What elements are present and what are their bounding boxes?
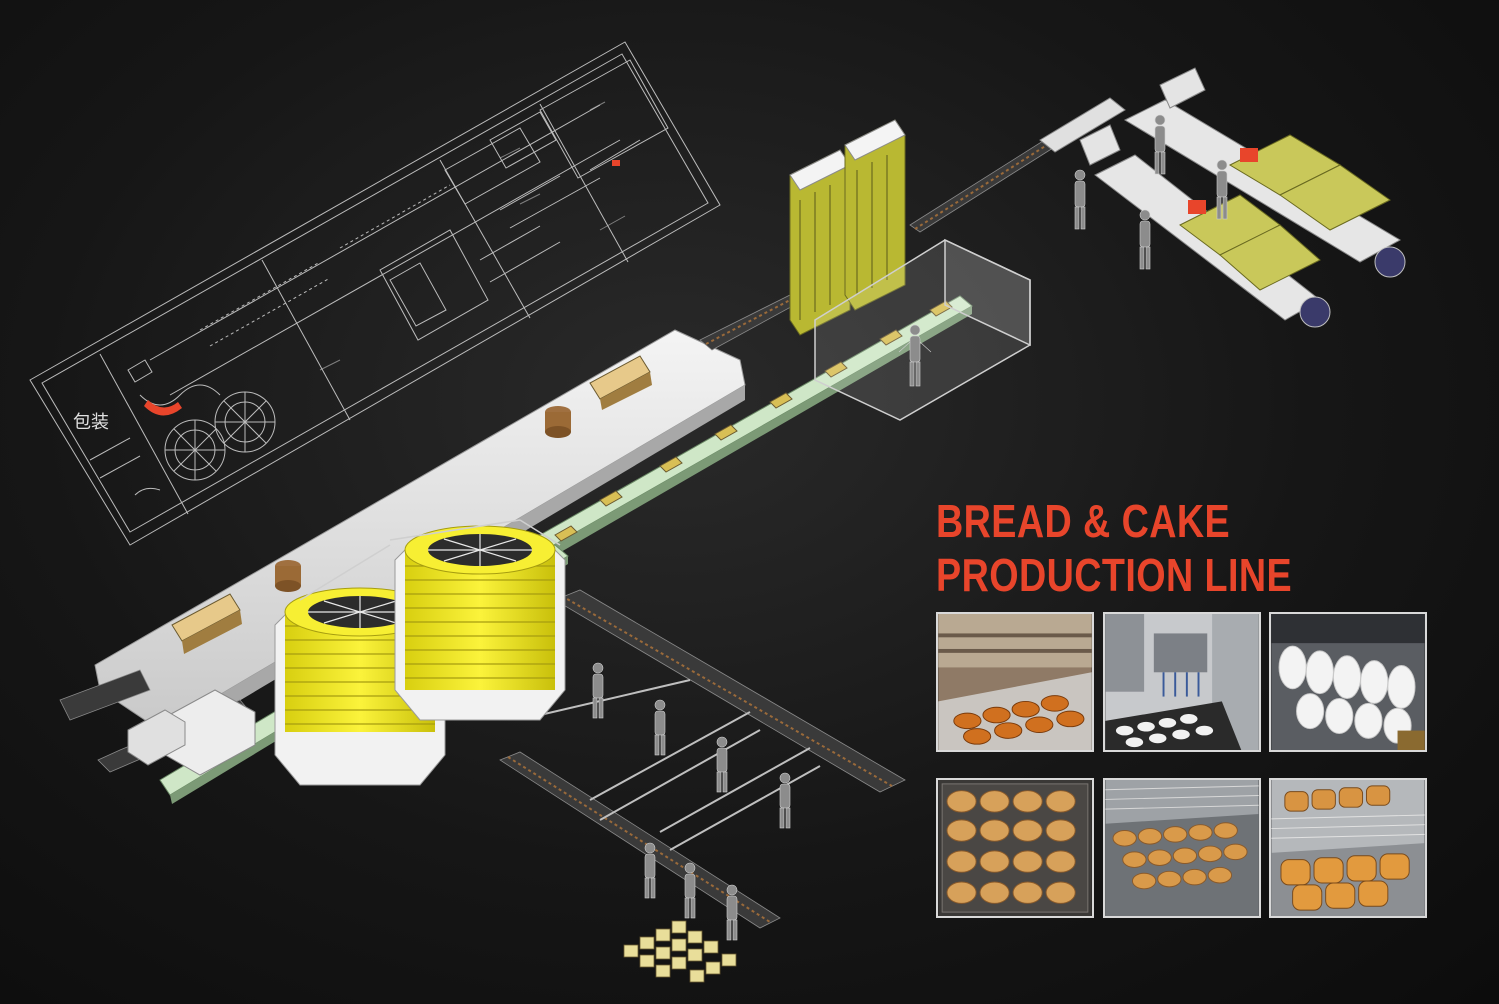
photo-paper-cup-stack <box>1269 612 1427 752</box>
vertical-proofers <box>789 119 906 336</box>
photo-toast-loaves-cooling <box>1269 778 1427 918</box>
loader-machine <box>127 689 256 776</box>
depositor-image <box>1105 614 1259 750</box>
photo-cake-cups-conveyor <box>936 612 1094 752</box>
factory-floor-plan <box>29 41 721 546</box>
photo-depositor-machine <box>1103 612 1261 752</box>
headline: BREAD & CAKE PRODUCTION LINE <box>936 494 1356 602</box>
paper-cup-image <box>1271 614 1425 750</box>
conveyor-trays <box>554 300 953 542</box>
photo-buns-spiral-cooler <box>1103 778 1261 918</box>
toast-loaves-image <box>1271 780 1425 916</box>
floor-plan-red-accent <box>144 160 620 416</box>
workers <box>592 114 1228 941</box>
glass-enclosure <box>814 238 1031 421</box>
packaging-label: 包装 <box>73 412 109 433</box>
headline-line-2: PRODUCTION LINE <box>936 549 1293 601</box>
makeup-line-upper <box>1123 67 1406 278</box>
headline-line-1: BREAD & CAKE <box>936 495 1231 547</box>
plan-annotations <box>319 101 626 371</box>
tower-frame <box>299 519 561 601</box>
sesame-buns-image <box>938 780 1092 916</box>
cake-cups-image <box>938 614 1092 750</box>
packing-stations <box>539 679 821 851</box>
buns-cooler-image <box>1105 780 1259 916</box>
photo-sesame-buns-trays <box>936 778 1094 918</box>
feeder-conveyor-right <box>1039 97 1126 153</box>
makeup-line-lower <box>1079 124 1331 328</box>
spiral-tower-right <box>394 525 566 721</box>
packed-boxes <box>623 920 737 983</box>
